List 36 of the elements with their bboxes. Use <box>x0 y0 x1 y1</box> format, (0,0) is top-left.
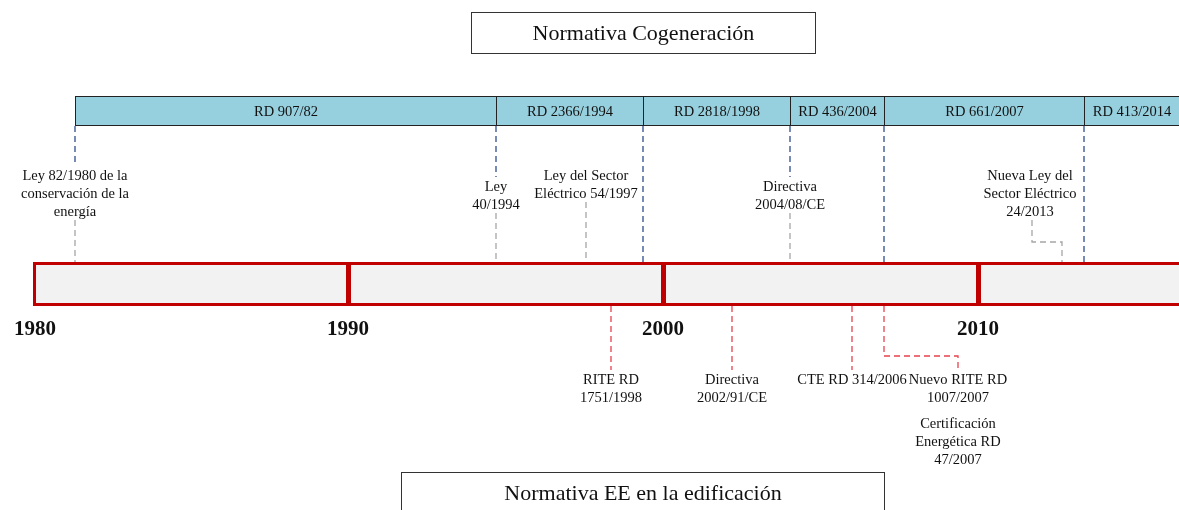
period-band: RD 2366/1994 <box>496 96 644 126</box>
regulation-label: CTE RD 314/2006 <box>797 370 907 388</box>
dashed-connector <box>1083 125 1085 263</box>
regulation-label: Nueva Ley del Sector Eléctrico 24/2013 <box>970 166 1090 220</box>
dashed-connector <box>610 305 612 371</box>
year-label: 2010 <box>956 316 1000 341</box>
period-band: RD 661/2007 <box>884 96 1085 126</box>
dashed-connector <box>74 219 76 263</box>
regulation-label: Directiva 2002/91/CE <box>677 370 787 406</box>
heading-box: Normativa EE en la edificación <box>401 472 885 510</box>
year-label: 1990 <box>326 316 370 341</box>
year-label: 1980 <box>13 316 57 341</box>
dashed-connector <box>883 305 959 371</box>
period-band: RD 2818/1998 <box>643 96 791 126</box>
period-band: RD 436/2004 <box>790 96 885 126</box>
dashed-connector <box>883 125 885 263</box>
regulation-label: Ley del Sector Eléctrico 54/1997 <box>531 166 641 202</box>
dashed-connector <box>851 305 853 371</box>
timeline-segment <box>978 262 1179 306</box>
regulation-label: Ley 40/1994 <box>466 177 526 213</box>
dashed-connector <box>731 305 733 371</box>
period-band: RD 413/2014 <box>1084 96 1179 126</box>
dashed-connector <box>495 125 497 178</box>
timeline-segment <box>348 262 664 306</box>
regulation-label: Ley 82/1980 de la conservación de la energía <box>10 166 140 220</box>
regulation-note: Certificación Energética RD 47/2007 <box>914 414 1002 468</box>
year-label: 2000 <box>641 316 685 341</box>
dashed-connector <box>1031 219 1063 263</box>
dashed-connector <box>642 125 644 263</box>
regulation-label: Directiva 2004/08/CE <box>735 177 845 213</box>
period-band: RD 907/82 <box>75 96 497 126</box>
regulation-label: RITE RD 1751/1998 <box>556 370 666 406</box>
timeline-segment <box>663 262 979 306</box>
timeline-segment <box>33 262 349 306</box>
dashed-connector <box>789 125 791 178</box>
heading-box: Normativa Cogeneración <box>471 12 816 54</box>
